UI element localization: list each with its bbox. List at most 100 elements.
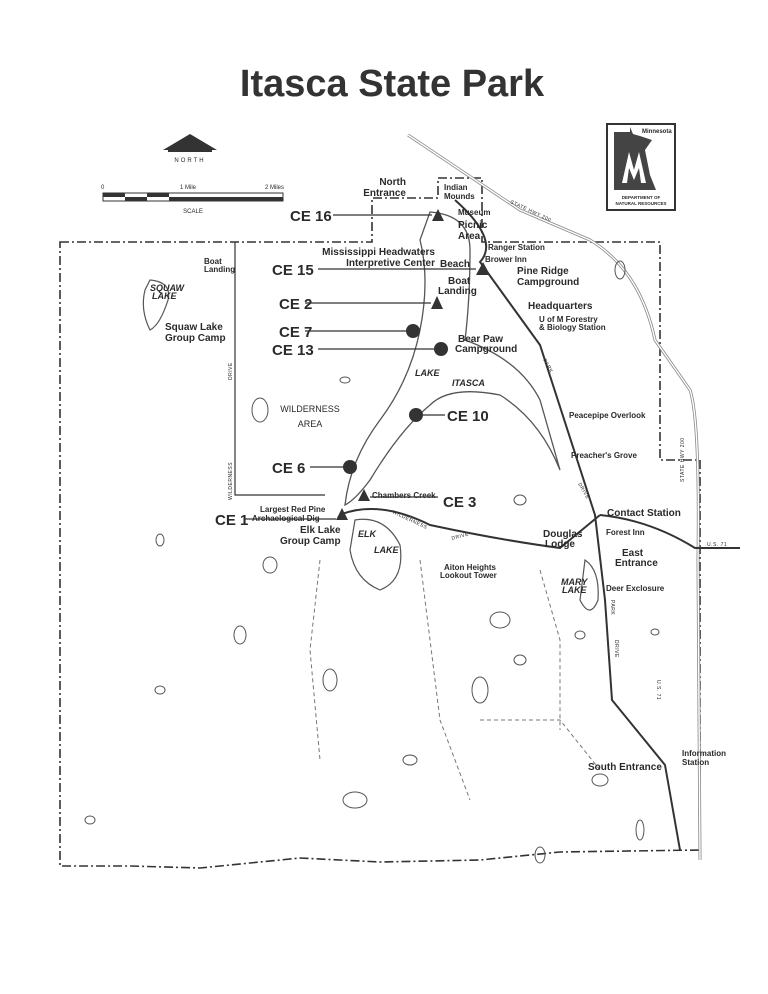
scale-label: SCALE bbox=[183, 209, 203, 215]
ce13-marker-circle-icon[interactable] bbox=[434, 342, 448, 356]
trails bbox=[309, 559, 601, 801]
ce2-label: CE 2 bbox=[279, 296, 312, 313]
boat-landing-label-2: Landing bbox=[438, 286, 477, 297]
elk-lake-camp-label: Elk Lake bbox=[300, 525, 341, 536]
park-boundary bbox=[59, 177, 701, 869]
map-title: Itasca State Park bbox=[240, 63, 545, 105]
bear-paw-label-2: Campground bbox=[455, 344, 517, 355]
headwaters-label-2: Interpretive Center bbox=[346, 258, 435, 269]
pine-ridge-label-2: Campground bbox=[517, 277, 579, 288]
squaw-lake-label: SQUAW bbox=[150, 283, 186, 293]
mary-lake-label-2: LAKE bbox=[562, 585, 587, 595]
elk-lake-label-2: LAKE bbox=[374, 545, 399, 555]
beach-label: Beach bbox=[440, 259, 470, 270]
svg-text:DEPARTMENT OF: DEPARTMENT OF bbox=[622, 195, 661, 200]
us71-label: U.S. 71 bbox=[707, 542, 727, 548]
wilderness-area-label: WILDERNESS bbox=[280, 404, 340, 414]
douglas-lodge-label: Douglas bbox=[543, 529, 583, 540]
bear-paw-label: Bear Paw bbox=[458, 334, 503, 345]
squaw-camp-label: Squaw Lake bbox=[165, 322, 223, 333]
ce1-marker-triangle-icon[interactable] bbox=[336, 508, 348, 520]
scale-bar bbox=[102, 192, 284, 202]
west-wilderness-drive-label: WILDERNESS bbox=[228, 462, 234, 500]
forestry-label-2: & Biology Station bbox=[539, 323, 606, 332]
west-drive-label: DRIVE bbox=[228, 362, 234, 380]
mary-lake bbox=[579, 558, 599, 611]
ce16-marker-triangle-icon[interactable] bbox=[432, 209, 444, 221]
svg-text:NATURAL RESOURCES: NATURAL RESOURCES bbox=[615, 201, 666, 206]
ce7-label: CE 7 bbox=[279, 324, 312, 341]
brower-inn-label: Brower Inn bbox=[485, 255, 527, 264]
ce13-label: CE 13 bbox=[272, 342, 314, 359]
ce3-label: CE 3 bbox=[443, 494, 476, 511]
preachers-grove-label: Preacher's Grove bbox=[571, 451, 637, 460]
hwy200-south-label: STATE HWY 200 bbox=[680, 437, 686, 482]
north-entrance-label: North bbox=[379, 177, 406, 188]
ce1-label: CE 1 bbox=[215, 512, 248, 529]
ce6-marker-circle-icon[interactable] bbox=[343, 460, 357, 474]
picnic-area-label: Picnic bbox=[458, 220, 488, 231]
picnic-area-label-2: Area bbox=[458, 231, 481, 242]
squaw-camp-label-2: Group Camp bbox=[165, 333, 226, 344]
scale-two-miles: 2 Miles bbox=[265, 185, 284, 191]
east-entrance-label: East bbox=[622, 548, 644, 559]
wilderness-drive-label: WILDERNESS bbox=[391, 509, 428, 531]
north-entrance-label-2: Entrance bbox=[363, 188, 406, 199]
squaw-boat-landing-label-2: Landing bbox=[204, 265, 235, 274]
mary-lake-label: MARY bbox=[561, 577, 588, 587]
headquarters-label: Headquarters bbox=[528, 301, 593, 312]
contact-station-label: Contact Station bbox=[607, 508, 681, 519]
squaw-lake bbox=[142, 279, 170, 331]
wilderness-boundary bbox=[234, 242, 325, 496]
information-station-label: Information bbox=[682, 749, 726, 758]
small-lakes bbox=[84, 260, 660, 864]
svg-text:Minnesota: Minnesota bbox=[642, 129, 672, 135]
elk-lake-label: ELK bbox=[358, 529, 378, 539]
south-entrance-label: South Entrance bbox=[588, 762, 662, 773]
park2-label: PARK bbox=[609, 600, 615, 615]
peacepipe-label: Peacepipe Overlook bbox=[569, 411, 646, 420]
indian-mounds-label-2: Mounds bbox=[444, 192, 475, 201]
us71-south-label: U.S. 71 bbox=[655, 680, 661, 700]
ce16-label: CE 16 bbox=[290, 208, 332, 225]
ce7-marker-circle-icon[interactable] bbox=[406, 324, 420, 338]
us-71 bbox=[599, 514, 740, 549]
lake-itasca-label-2: ITASCA bbox=[452, 378, 485, 388]
squaw-boat-landing-label: Boat bbox=[204, 257, 222, 266]
forestry-label: U of M Forestry bbox=[539, 315, 598, 324]
forest-inn-label: Forest Inn bbox=[606, 528, 645, 537]
chambers-creek-label: Chambers Creek bbox=[372, 491, 436, 500]
deer-exclosure-label: Deer Exclosure bbox=[606, 584, 665, 593]
park-label: PARK bbox=[541, 358, 554, 374]
drive-label: DRIVE bbox=[451, 531, 470, 541]
douglas-lodge-label-2: Lodge bbox=[545, 539, 575, 550]
north-label: NORTH bbox=[174, 158, 205, 164]
ce3-marker-triangle-icon[interactable] bbox=[358, 489, 370, 501]
dnr-logo: Minnesota DEPARTMENT OF NATURAL RESOURCE… bbox=[606, 123, 676, 211]
ce15-marker-triangle-icon[interactable] bbox=[476, 262, 490, 275]
lake-itasca-label: LAKE bbox=[415, 368, 440, 378]
lake-itasca bbox=[344, 211, 561, 507]
information-station-label-2: Station bbox=[682, 758, 709, 767]
red-pine-label: Largest Red Pine bbox=[260, 505, 326, 514]
aiton-heights-label: Aiton Heights bbox=[444, 563, 497, 572]
ce10-label: CE 10 bbox=[447, 408, 489, 425]
drive2-label: DRIVE bbox=[613, 640, 619, 658]
east-entrance-label-2: Entrance bbox=[615, 558, 658, 569]
elk-lake-camp-label-2: Group Camp bbox=[280, 536, 341, 547]
squaw-lake-label-2: LAKE bbox=[152, 291, 177, 301]
scale-zero: 0 bbox=[101, 185, 105, 191]
wilderness-area-label-2: AREA bbox=[298, 419, 323, 429]
ranger-station-label: Ranger Station bbox=[488, 243, 545, 252]
archaeological-dig-label: Archaelogical Dig bbox=[252, 514, 320, 523]
lookout-tower-label: Lookout Tower bbox=[440, 571, 497, 580]
museum-label: Museum bbox=[458, 208, 490, 217]
headwaters-label: Mississippi Headwaters bbox=[322, 247, 435, 258]
pine-ridge-label: Pine Ridge bbox=[517, 266, 569, 277]
scale-one-mile: 1 Mile bbox=[180, 185, 197, 191]
ce10-marker-circle-icon[interactable] bbox=[409, 408, 423, 422]
ce2-marker-triangle-icon[interactable] bbox=[431, 296, 443, 309]
elk-lake bbox=[349, 518, 402, 591]
park-drive bbox=[454, 199, 681, 851]
